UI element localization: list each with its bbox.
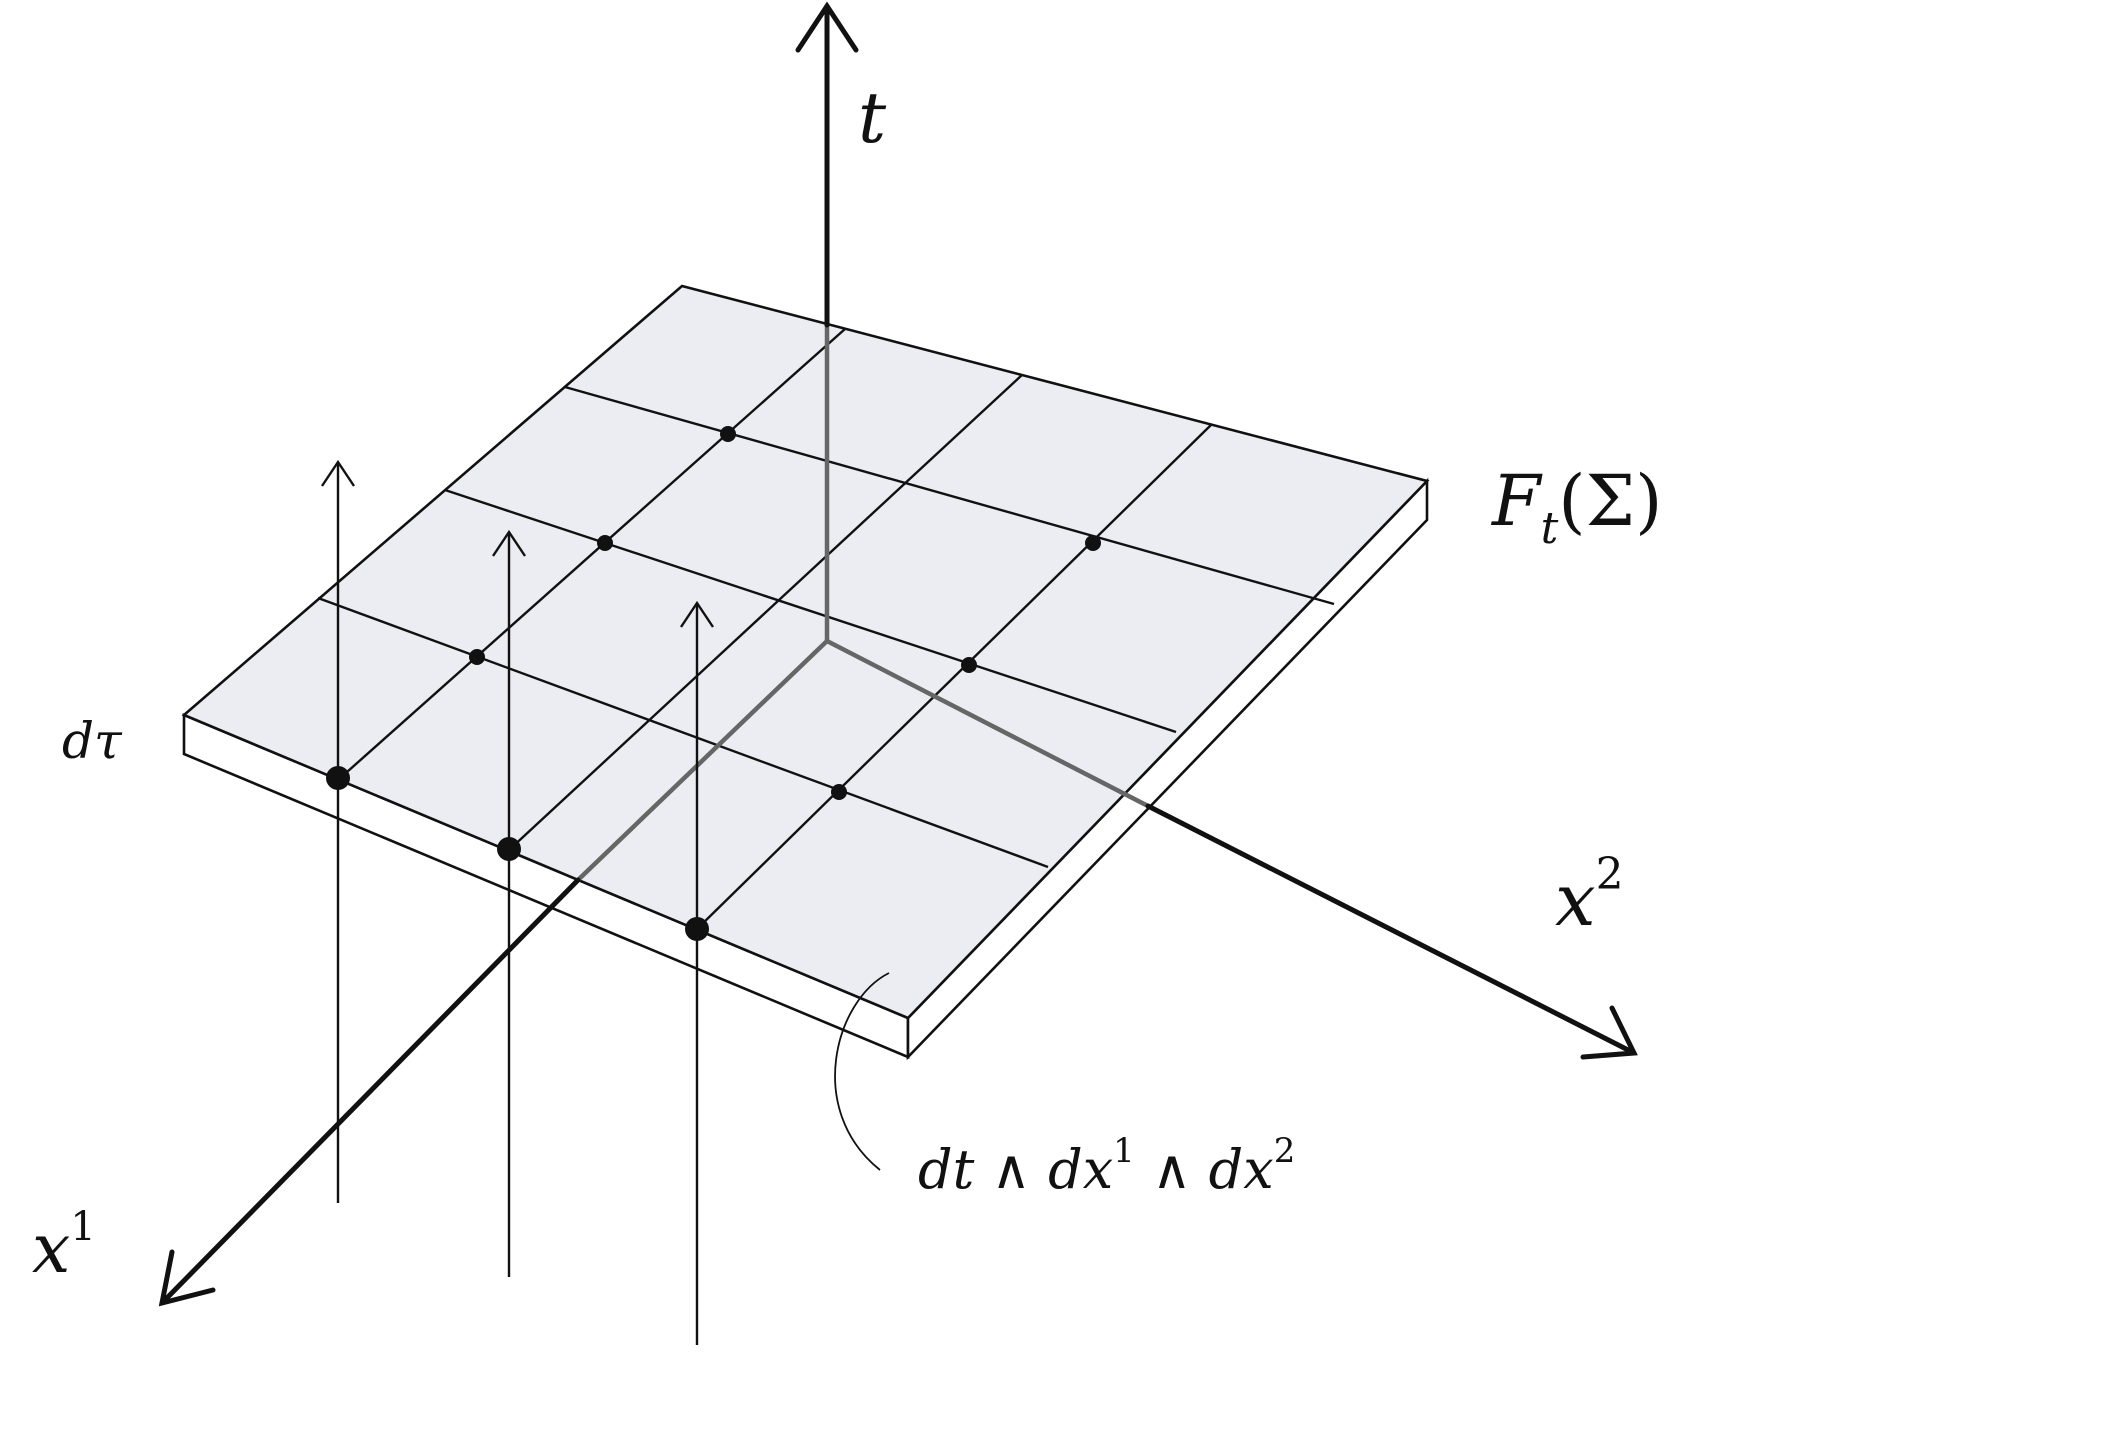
x1-axis-arrowhead [158, 1249, 216, 1307]
x1-axis-label: x1 [32, 1204, 96, 1289]
flow-arrow-1-head [321, 459, 355, 487]
grid-line-a1 [564, 385, 1335, 606]
volume-form-label: dt ∧ dx1 ∧ dx2 [918, 1131, 1295, 1201]
grid-point-small-5 [961, 657, 977, 673]
grid-point-large-1 [326, 766, 350, 790]
grid-line-b3 [696, 423, 1213, 930]
x2-axis-hidden [825, 638, 1150, 809]
grid-line-a3 [317, 596, 1049, 869]
t-axis-arrowhead [795, 1, 859, 53]
x2-axis [1145, 803, 1637, 1056]
grid-point-small-4 [1085, 535, 1101, 551]
grid-line-b1 [337, 328, 846, 781]
grid-point-small-1 [720, 426, 736, 442]
sheet-top-face [181, 284, 1430, 1020]
grid-point-small-3 [469, 649, 485, 665]
grid-point-large-2 [497, 837, 521, 861]
grid-points [326, 426, 1101, 941]
grid-line-a2 [444, 488, 1177, 734]
x1-axis [159, 877, 581, 1306]
surface-label: Ft(Σ) [1490, 460, 1662, 554]
thickness-dashes [183, 481, 1428, 754]
t-axis-label: t [858, 77, 887, 159]
x2-axis-arrowhead [1580, 1005, 1638, 1060]
sheet-grid [317, 328, 1335, 930]
grid-line-b2 [508, 374, 1023, 851]
volume-form-callout-curve [834, 972, 890, 1171]
grid-point-small-2 [597, 535, 613, 551]
flow-arrow-2-head [492, 529, 526, 557]
flow-arrows [321, 459, 714, 1345]
hidden-axis-segments [576, 325, 1150, 882]
grid-point-large-3 [685, 917, 709, 941]
grid-point-small-6 [831, 784, 847, 800]
d-tau-label: dτ [62, 712, 123, 770]
flow-arrow-3-head [680, 600, 714, 628]
x1-axis-hidden [576, 639, 829, 882]
x2-axis-label: x2 [1555, 849, 1624, 942]
